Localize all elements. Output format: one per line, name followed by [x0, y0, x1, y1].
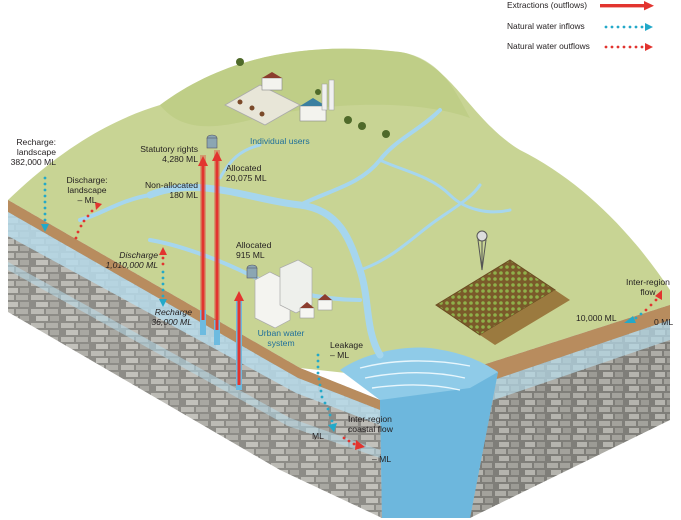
legend-outflow-arrow	[604, 43, 653, 51]
inter-region-inflow-value: 10,000 ML	[576, 313, 617, 323]
urban-water-system-label: Urban water system	[257, 328, 305, 349]
allocated-urban-label: Allocated 915 ML	[236, 240, 272, 261]
inter-region-outflow-arrow	[644, 290, 662, 312]
discharge-landscape-label: Discharge: landscape – ML	[66, 175, 108, 206]
discharge-landscape-arrow	[74, 202, 102, 240]
coastal-inflow-value: ML	[312, 431, 324, 441]
natural-inflow-arrows	[41, 176, 643, 432]
individual-users-label: Individual users	[250, 136, 310, 146]
legend-extraction-arrow	[600, 1, 654, 11]
legend-extractions-label: Extractions (outflows)	[507, 0, 588, 10]
recharge-landscape-label: Recharge: landscape 382,000 ML	[10, 137, 56, 168]
coastal-outflow-value: – ML	[372, 454, 392, 464]
discharge-groundwater-arrow	[159, 247, 167, 266]
allocated-main-label: Allocated 20,075 ML	[226, 163, 267, 184]
water-tank-icons	[206, 134, 258, 279]
urban-buildings	[254, 259, 333, 329]
windmill-icon	[476, 230, 488, 271]
irrigated-fields	[435, 259, 570, 345]
coastal-outflow-arrow	[342, 436, 365, 450]
legend-inflows-label: Natural water inflows	[507, 21, 585, 31]
legend-inflow-arrow	[604, 23, 653, 31]
non-allocated-label: Non-allocated 180 ML	[144, 180, 198, 201]
inter-region-outflow-value: 0 ML	[654, 317, 674, 327]
legend-swatches	[600, 1, 654, 51]
extraction-arrows	[198, 151, 244, 385]
inter-region-flow-label: Inter-region flow	[626, 277, 670, 298]
statutory-rights-label: Statutory rights 4,280 ML	[140, 144, 198, 165]
river-network	[78, 108, 512, 359]
inter-region-coastal-label: Inter-region coastal flow	[348, 414, 393, 435]
legend-outflows-label: Natural water outflows	[507, 41, 590, 51]
inter-region-inflow-arrow	[624, 312, 643, 323]
recharge-landscape-arrow	[41, 176, 49, 232]
individual-users-farm	[224, 72, 335, 126]
discharge-groundwater-label: Discharge 1,010,000 ML	[105, 250, 158, 271]
tree-icons	[236, 58, 390, 138]
leakage-arrow	[316, 353, 337, 432]
leakage-label: Leakage – ML	[330, 340, 363, 361]
recharge-groundwater-arrow	[159, 270, 167, 307]
natural-outflow-arrows	[74, 202, 662, 450]
recharge-groundwater-label: Recharge 36,000 ML	[151, 307, 192, 328]
